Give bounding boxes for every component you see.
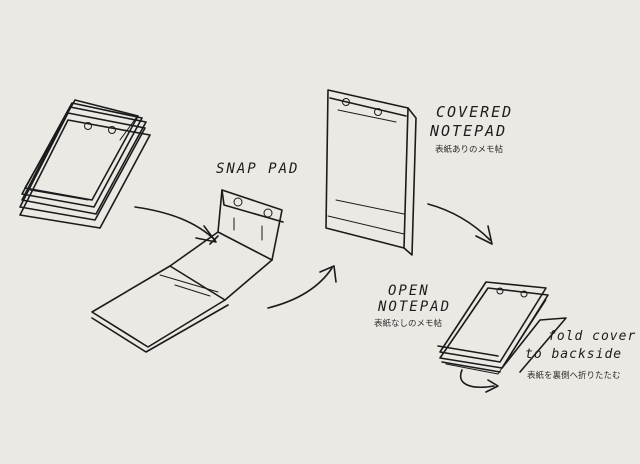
open-notepad-jp-label: 表紙なしのメモ帖	[374, 319, 443, 329]
open-notepad-drawing	[437, 281, 567, 375]
covered-notepad-label-line1: COVERED	[436, 103, 514, 121]
arrow-covered-to-open	[427, 203, 493, 245]
snap-pad-label: SNAP PAD	[216, 161, 300, 177]
covered-notepad-drawing	[325, 89, 417, 256]
covered-notepad-jp-label: 表紙ありのメモ帖	[435, 145, 504, 155]
arrow-snappad-to-covered	[267, 265, 337, 309]
covered-notepad-label-line2: NOTEPAD	[430, 122, 508, 140]
fold-cover-label-line1: fold cover	[548, 329, 637, 344]
open-notepad-label-line1: OPEN	[388, 283, 430, 299]
fold-cover-jp-label: 表紙を裏側へ折りたたむ	[527, 371, 621, 381]
snap-pad-drawing	[91, 189, 284, 353]
fold-cover-label-line2: to backside	[525, 347, 623, 362]
open-notepad-label-line2: NOTEPAD	[378, 299, 452, 315]
fold-back-arrow	[459, 369, 499, 393]
stacked-notepad-drawing	[19, 99, 151, 229]
arrow-stack-to-snappad	[134, 206, 219, 245]
